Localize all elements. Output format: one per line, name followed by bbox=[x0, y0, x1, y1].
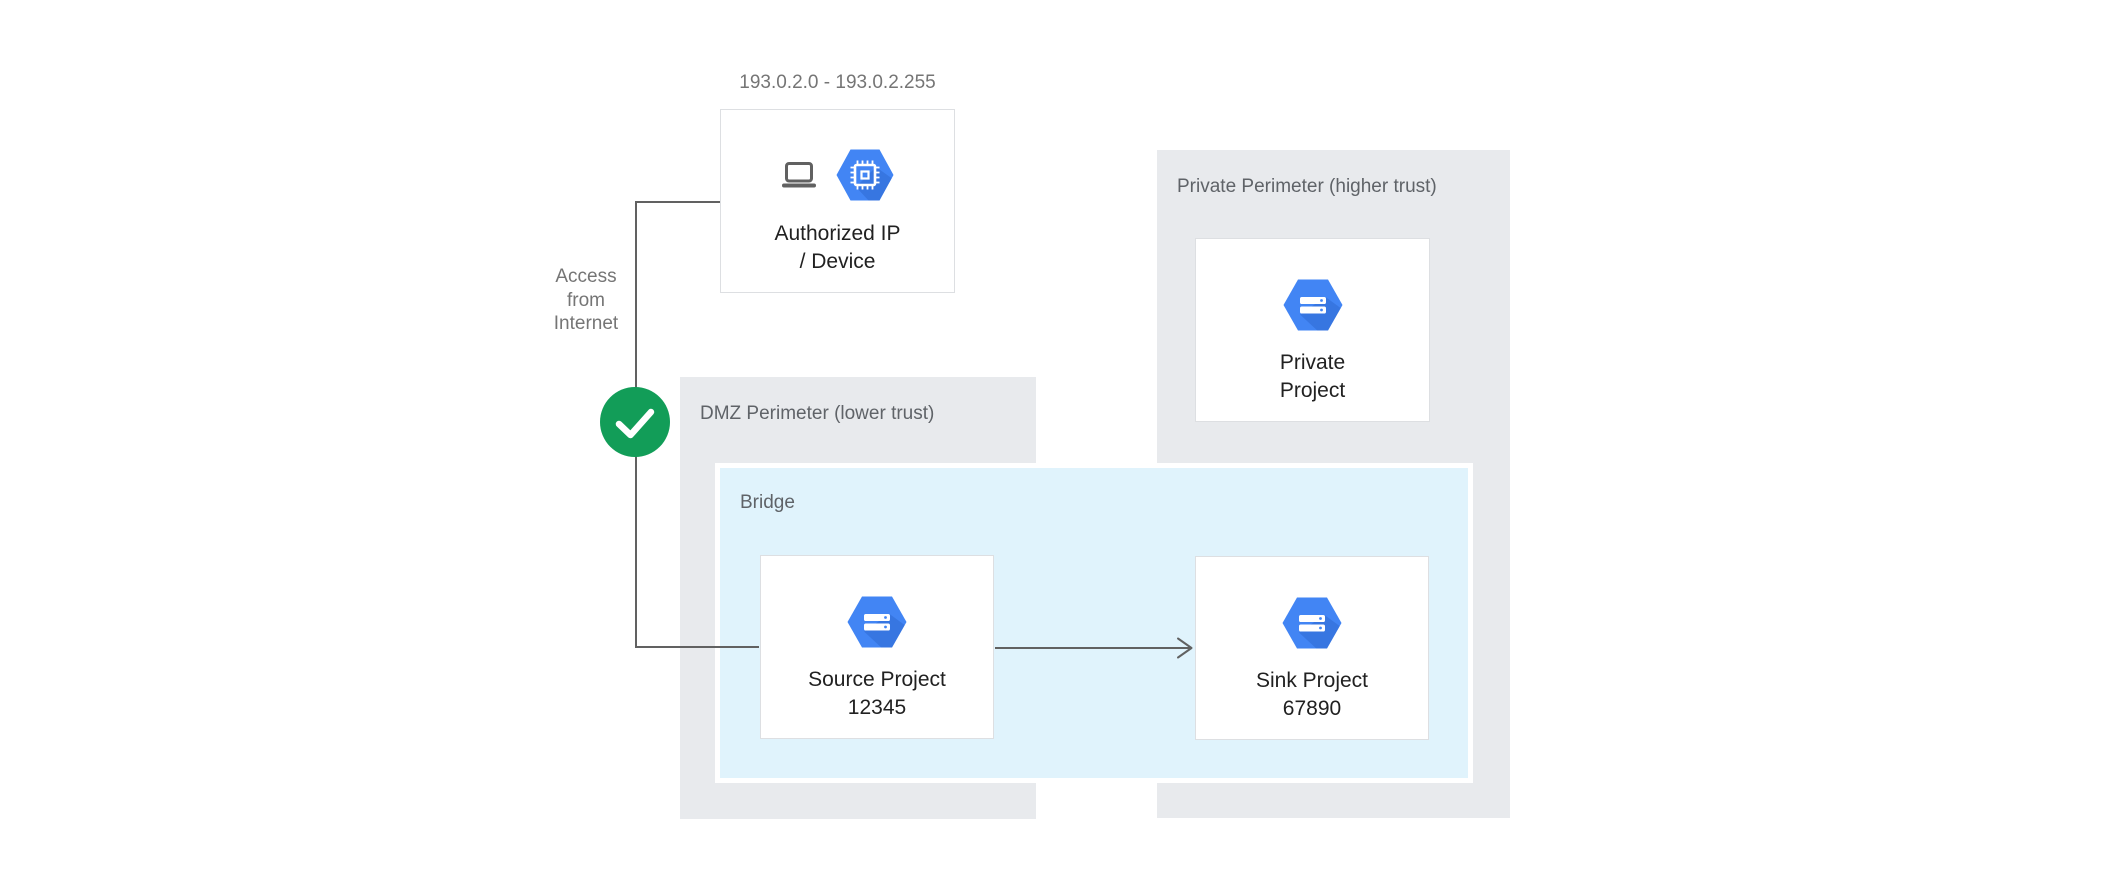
arrow-head-icon bbox=[1177, 637, 1193, 659]
dmz-perimeter-zone-label: DMZ Perimeter (lower trust) bbox=[700, 403, 935, 424]
project-hexagon-icon bbox=[1283, 279, 1342, 331]
private-project-label-line2: Project bbox=[1279, 379, 1346, 402]
sink-project-label: Sink Project 67890 bbox=[1196, 667, 1428, 723]
access-label-line3: Internet bbox=[553, 313, 619, 334]
authorized-ip-device-label: Authorized IP / Device bbox=[721, 220, 954, 276]
sink-project-label-line1: Sink Project bbox=[1255, 669, 1369, 692]
authorized-label-line1: Authorized IP bbox=[774, 222, 901, 245]
access-label-line2: from bbox=[567, 289, 605, 311]
ip-range-label: 193.0.2.0 - 193.0.2.255 bbox=[739, 72, 936, 93]
private-project-label: Private Project bbox=[1196, 349, 1429, 405]
source-project-node: Source Project 12345 bbox=[760, 555, 994, 739]
chip-hexagon-icon bbox=[836, 149, 894, 201]
source-project-label: Source Project 12345 bbox=[761, 666, 993, 722]
private-perimeter-zone-label: Private Perimeter (higher trust) bbox=[1177, 176, 1437, 197]
access-label-line1: Access bbox=[555, 266, 617, 287]
source-project-label-line2: 12345 bbox=[847, 696, 907, 719]
sink-project-node: Sink Project 67890 bbox=[1195, 556, 1429, 740]
authorized-ip-device-node: Authorized IP / Device bbox=[720, 109, 955, 293]
sink-project-label-line2: 67890 bbox=[1282, 697, 1342, 720]
source-project-label-line1: Source Project bbox=[808, 668, 946, 691]
private-project-label-line1: Private bbox=[1279, 351, 1346, 374]
project-hexagon-icon bbox=[1282, 597, 1342, 649]
access-from-internet-label: Access from Internet bbox=[516, 265, 656, 336]
private-project-node: Private Project bbox=[1195, 238, 1430, 422]
check-icon bbox=[600, 387, 670, 457]
authorized-label-line2: / Device bbox=[799, 250, 876, 273]
bridge-zone-label: Bridge bbox=[740, 492, 795, 513]
project-hexagon-icon bbox=[847, 596, 907, 648]
laptop-icon bbox=[782, 162, 816, 188]
